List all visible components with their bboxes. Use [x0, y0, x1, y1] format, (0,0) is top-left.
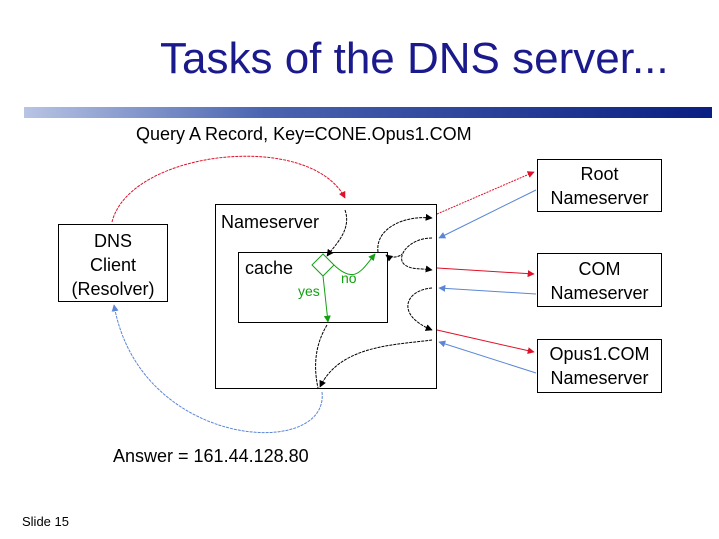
internal-com-reply-arrow — [407, 287, 433, 331]
client-line-1: DNS — [93, 231, 132, 251]
cache-out-arrow — [315, 324, 328, 389]
cache-box — [238, 252, 388, 323]
title-rule — [24, 107, 712, 118]
opus-reply-arrow — [438, 340, 537, 374]
cache-yes-arrow — [322, 275, 331, 323]
internal-opus-reply-arrow — [319, 339, 433, 388]
opus1-nameserver-box: Opus1.COM Nameserver — [537, 339, 662, 393]
query-arrow — [111, 155, 346, 223]
answer-label: Answer = 161.44.128.80 — [113, 446, 309, 466]
answer-arrow — [111, 304, 323, 434]
internal-to-com-arrow — [385, 253, 403, 262]
slide-title: Tasks of the DNS server... — [160, 34, 669, 83]
to-cache-arrow — [326, 209, 348, 257]
internal-to-root-arrow — [377, 213, 433, 253]
root-nameserver-box: Root Nameserver — [537, 159, 662, 212]
cache-decision-diamond — [311, 253, 335, 277]
nameserver-label: Nameserver — [221, 212, 320, 232]
dns-client-box: DNS Client (Resolver) — [58, 224, 168, 302]
no-label: no — [341, 270, 357, 286]
opus-line-2: Nameserver — [550, 368, 649, 388]
client-line-3: (Resolver) — [71, 279, 155, 299]
cache-label: cache — [245, 258, 294, 278]
com-line-1: COM — [578, 259, 621, 279]
com-reply-arrow — [438, 284, 537, 295]
query-label: Query A Record, Key=CONE.Opus1.COM — [136, 124, 472, 144]
yes-label: yes — [298, 283, 320, 299]
root-reply-arrow — [438, 189, 537, 239]
root-line-2: Nameserver — [550, 188, 649, 208]
slide-number: Slide 15 — [22, 514, 69, 529]
com-line-2: Nameserver — [550, 283, 649, 303]
internal-root-reply-arrow — [401, 237, 433, 273]
nameserver-box — [215, 204, 437, 389]
client-line-2: Client — [89, 255, 137, 275]
com-request-arrow — [436, 267, 535, 278]
cache-no-arrow — [333, 253, 376, 276]
com-nameserver-box: COM Nameserver — [537, 253, 662, 307]
root-line-1: Root — [580, 164, 619, 184]
opus-line-1: Opus1.COM — [549, 344, 650, 364]
opus-request-arrow — [436, 329, 535, 355]
root-request-arrow — [436, 171, 535, 215]
